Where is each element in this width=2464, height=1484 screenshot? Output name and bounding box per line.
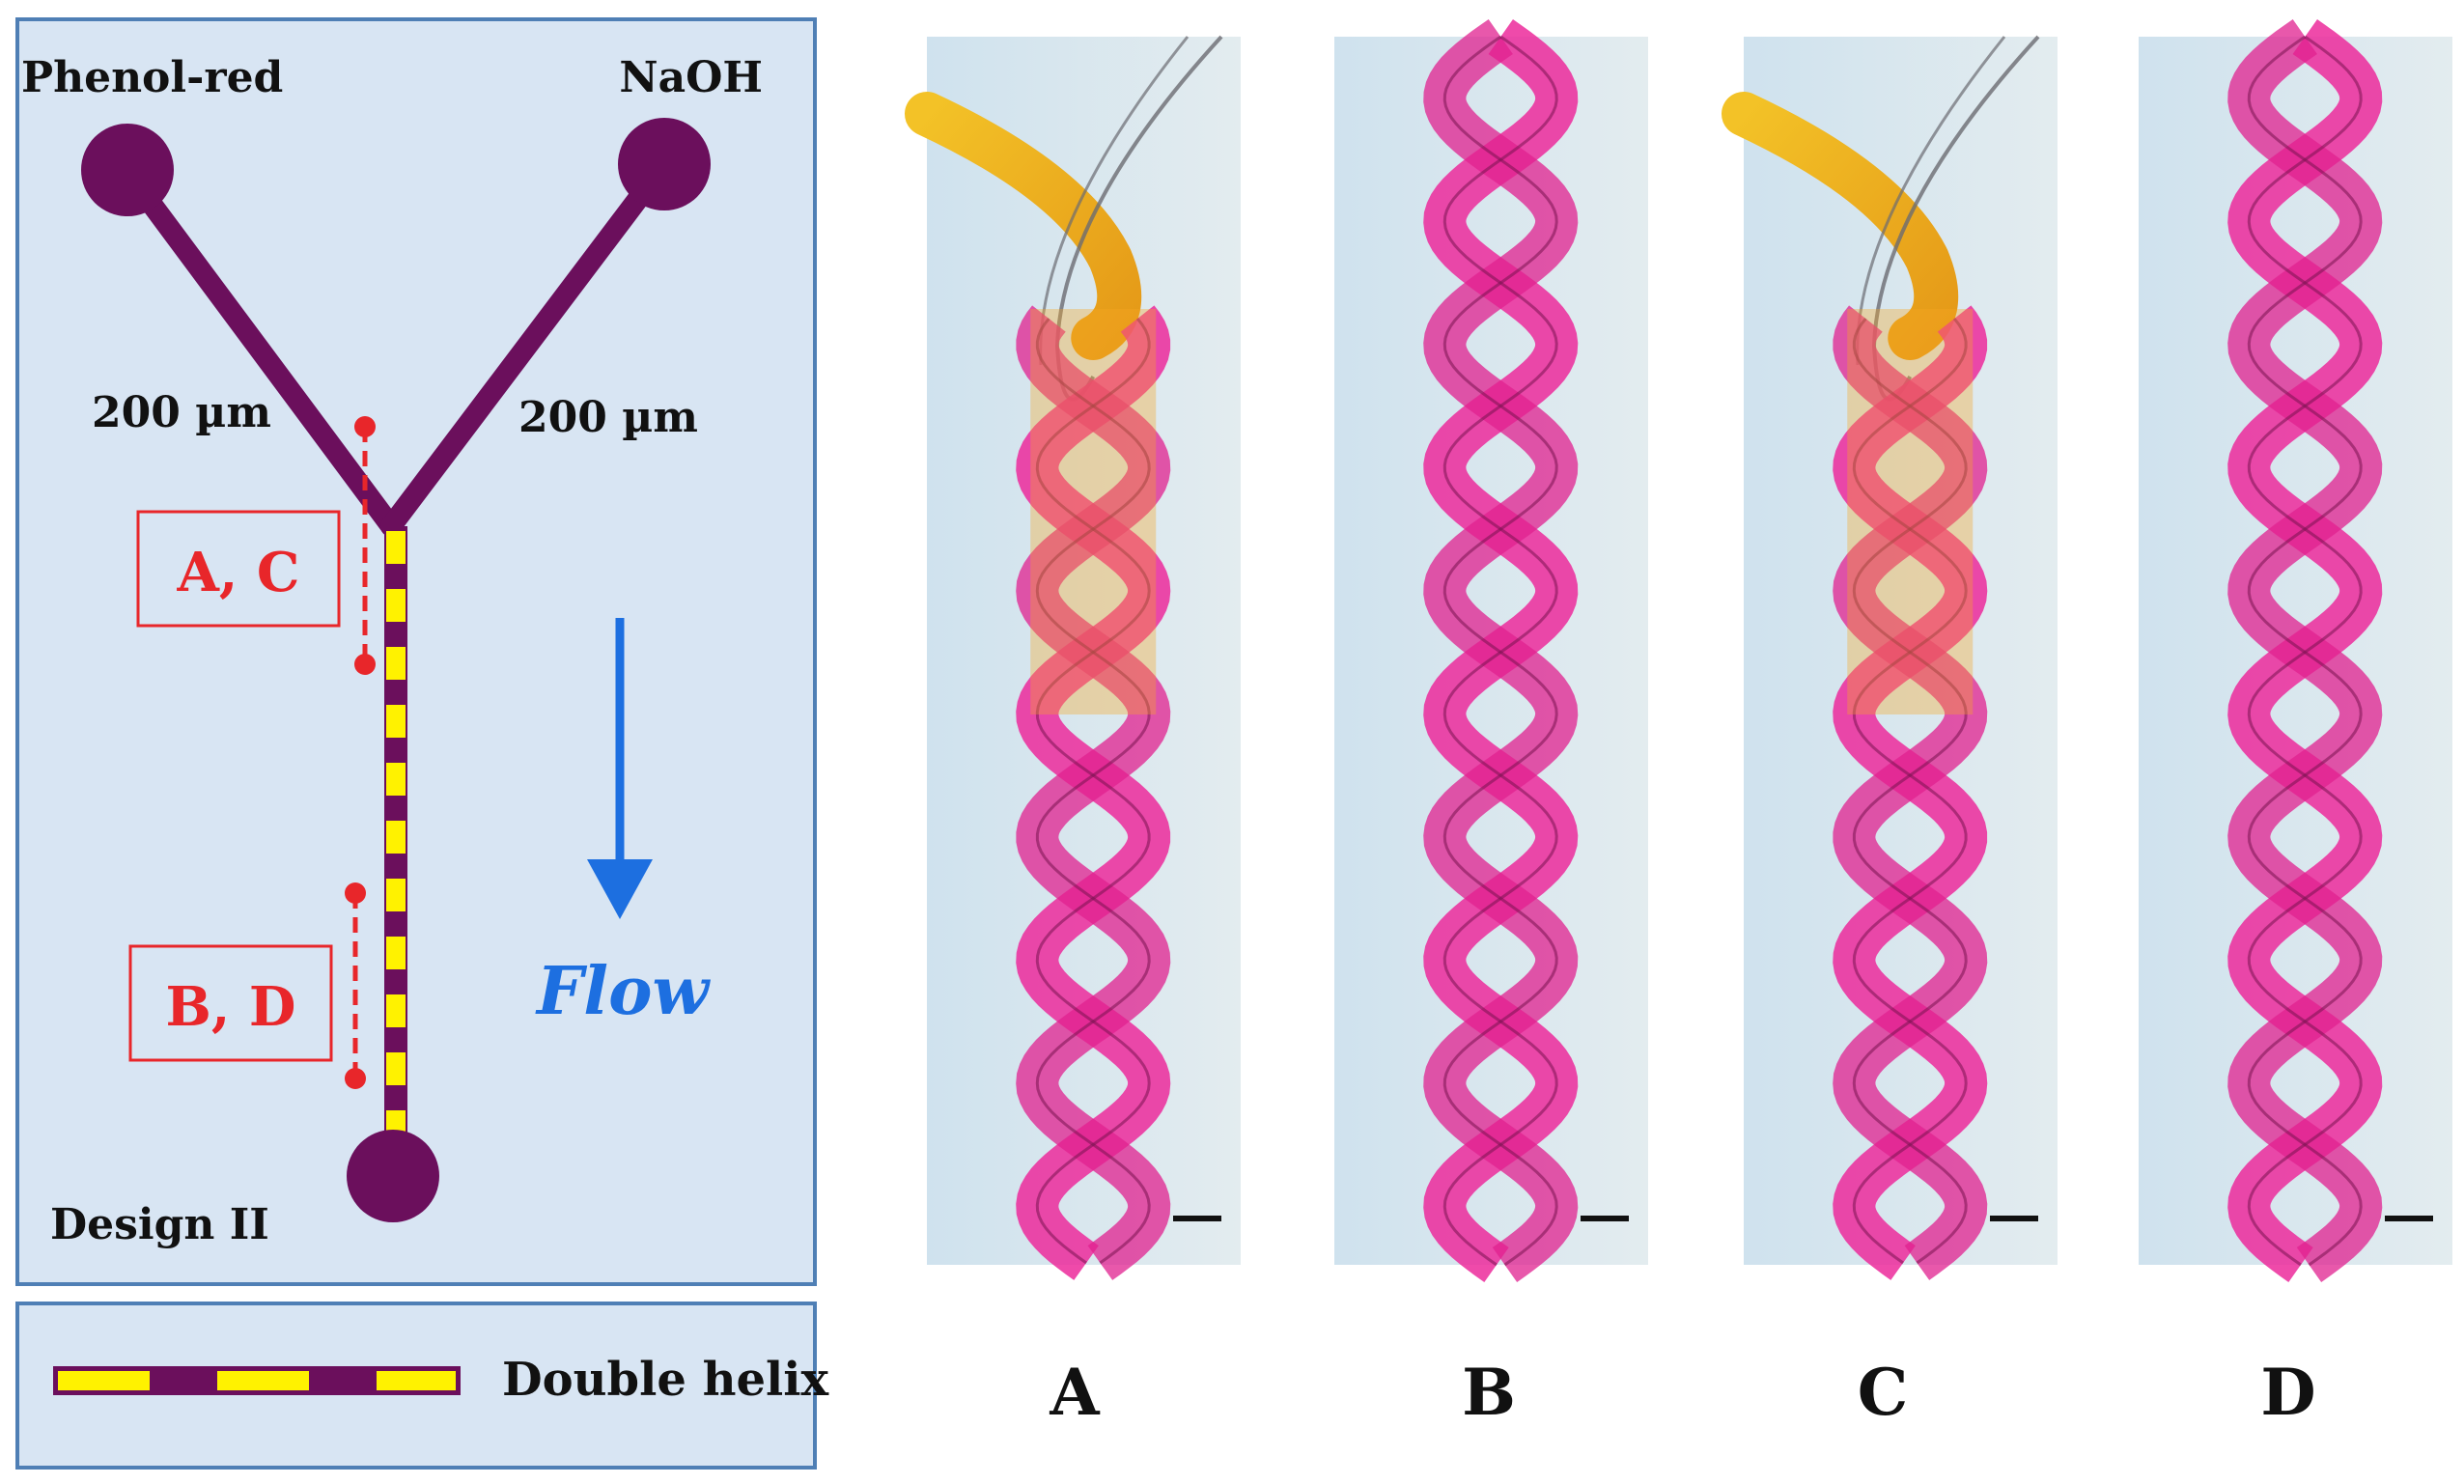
helix-strand-1-edge (1852, 318, 1968, 1265)
legend-stripe-2 (217, 1371, 309, 1390)
width-left-label: 200 µm (92, 388, 271, 437)
inlet-left-reservoir (81, 124, 174, 216)
region-ac-bottom-dot (354, 654, 376, 675)
legend-stripe-1 (58, 1371, 150, 1390)
panel-label-c: C (1858, 1355, 1909, 1430)
right-inlet-channel (380, 154, 675, 537)
region-ac-box (136, 510, 341, 628)
legend-helix-swatch (53, 1366, 461, 1395)
region-ac-label: A, C (176, 541, 299, 604)
helix-strand-2-edge (1035, 318, 1151, 1265)
micrograph-c: C (1722, 35, 2058, 1430)
flow-arrow-head (587, 859, 653, 919)
region-bd-label: B, D (166, 975, 296, 1039)
panel-label-d: D (2260, 1355, 2315, 1430)
design-label: Design II (50, 1200, 269, 1249)
region-bd-box (128, 944, 333, 1062)
y-channel (81, 118, 711, 1222)
inlet-yellow-tube (905, 92, 1142, 360)
region-marker-ac: A, C (136, 416, 376, 675)
inlet-right-label: NaOH (619, 53, 763, 102)
helix-strand-1-edge (2247, 35, 2363, 1267)
micrograph-d: D (2139, 18, 2452, 1430)
schematic-panel: Phenol-red NaOH 200 µm 200 µm A, C B, D … (15, 17, 817, 1286)
inlet-left-label: Phenol-red (21, 53, 283, 102)
left-inlet-channel (115, 158, 402, 537)
micrograph-a: A (905, 35, 1241, 1430)
inlet-yellow-tube (1722, 92, 1959, 360)
region-bd-bottom-dot (345, 1068, 366, 1089)
outlet-reservoir (347, 1130, 439, 1222)
region-ac-top-dot (354, 416, 376, 437)
region-bd-top-dot (345, 882, 366, 904)
inlet-right-reservoir (618, 118, 711, 210)
panel-label-b: B (1462, 1355, 1516, 1430)
helix-strand-2-edge (2247, 35, 2363, 1267)
helix-strand-1-edge (1442, 35, 1558, 1267)
mixing-zone-overlay (1030, 309, 1157, 714)
mixing-zone-overlay (1847, 309, 1974, 714)
region-marker-bd: B, D (128, 882, 366, 1089)
photo-panels: A B C D (905, 18, 2452, 1430)
helix-strand-2-edge (1852, 318, 1968, 1265)
flow-label: Flow (535, 953, 711, 1030)
helix-strand-1-edge (1035, 318, 1151, 1265)
flow-arrow: Flow (535, 618, 711, 1030)
width-right-label: 200 µm (518, 393, 698, 442)
legend-panel: Double helix (15, 1302, 828, 1470)
schematic-background (15, 17, 817, 1286)
micrograph-b: B (1334, 18, 1648, 1430)
legend-stripe-3 (377, 1371, 456, 1390)
panel-label-a: A (1049, 1355, 1100, 1430)
helix-strand-2-edge (1442, 35, 1558, 1267)
legend-item-label: Double helix (502, 1353, 828, 1407)
